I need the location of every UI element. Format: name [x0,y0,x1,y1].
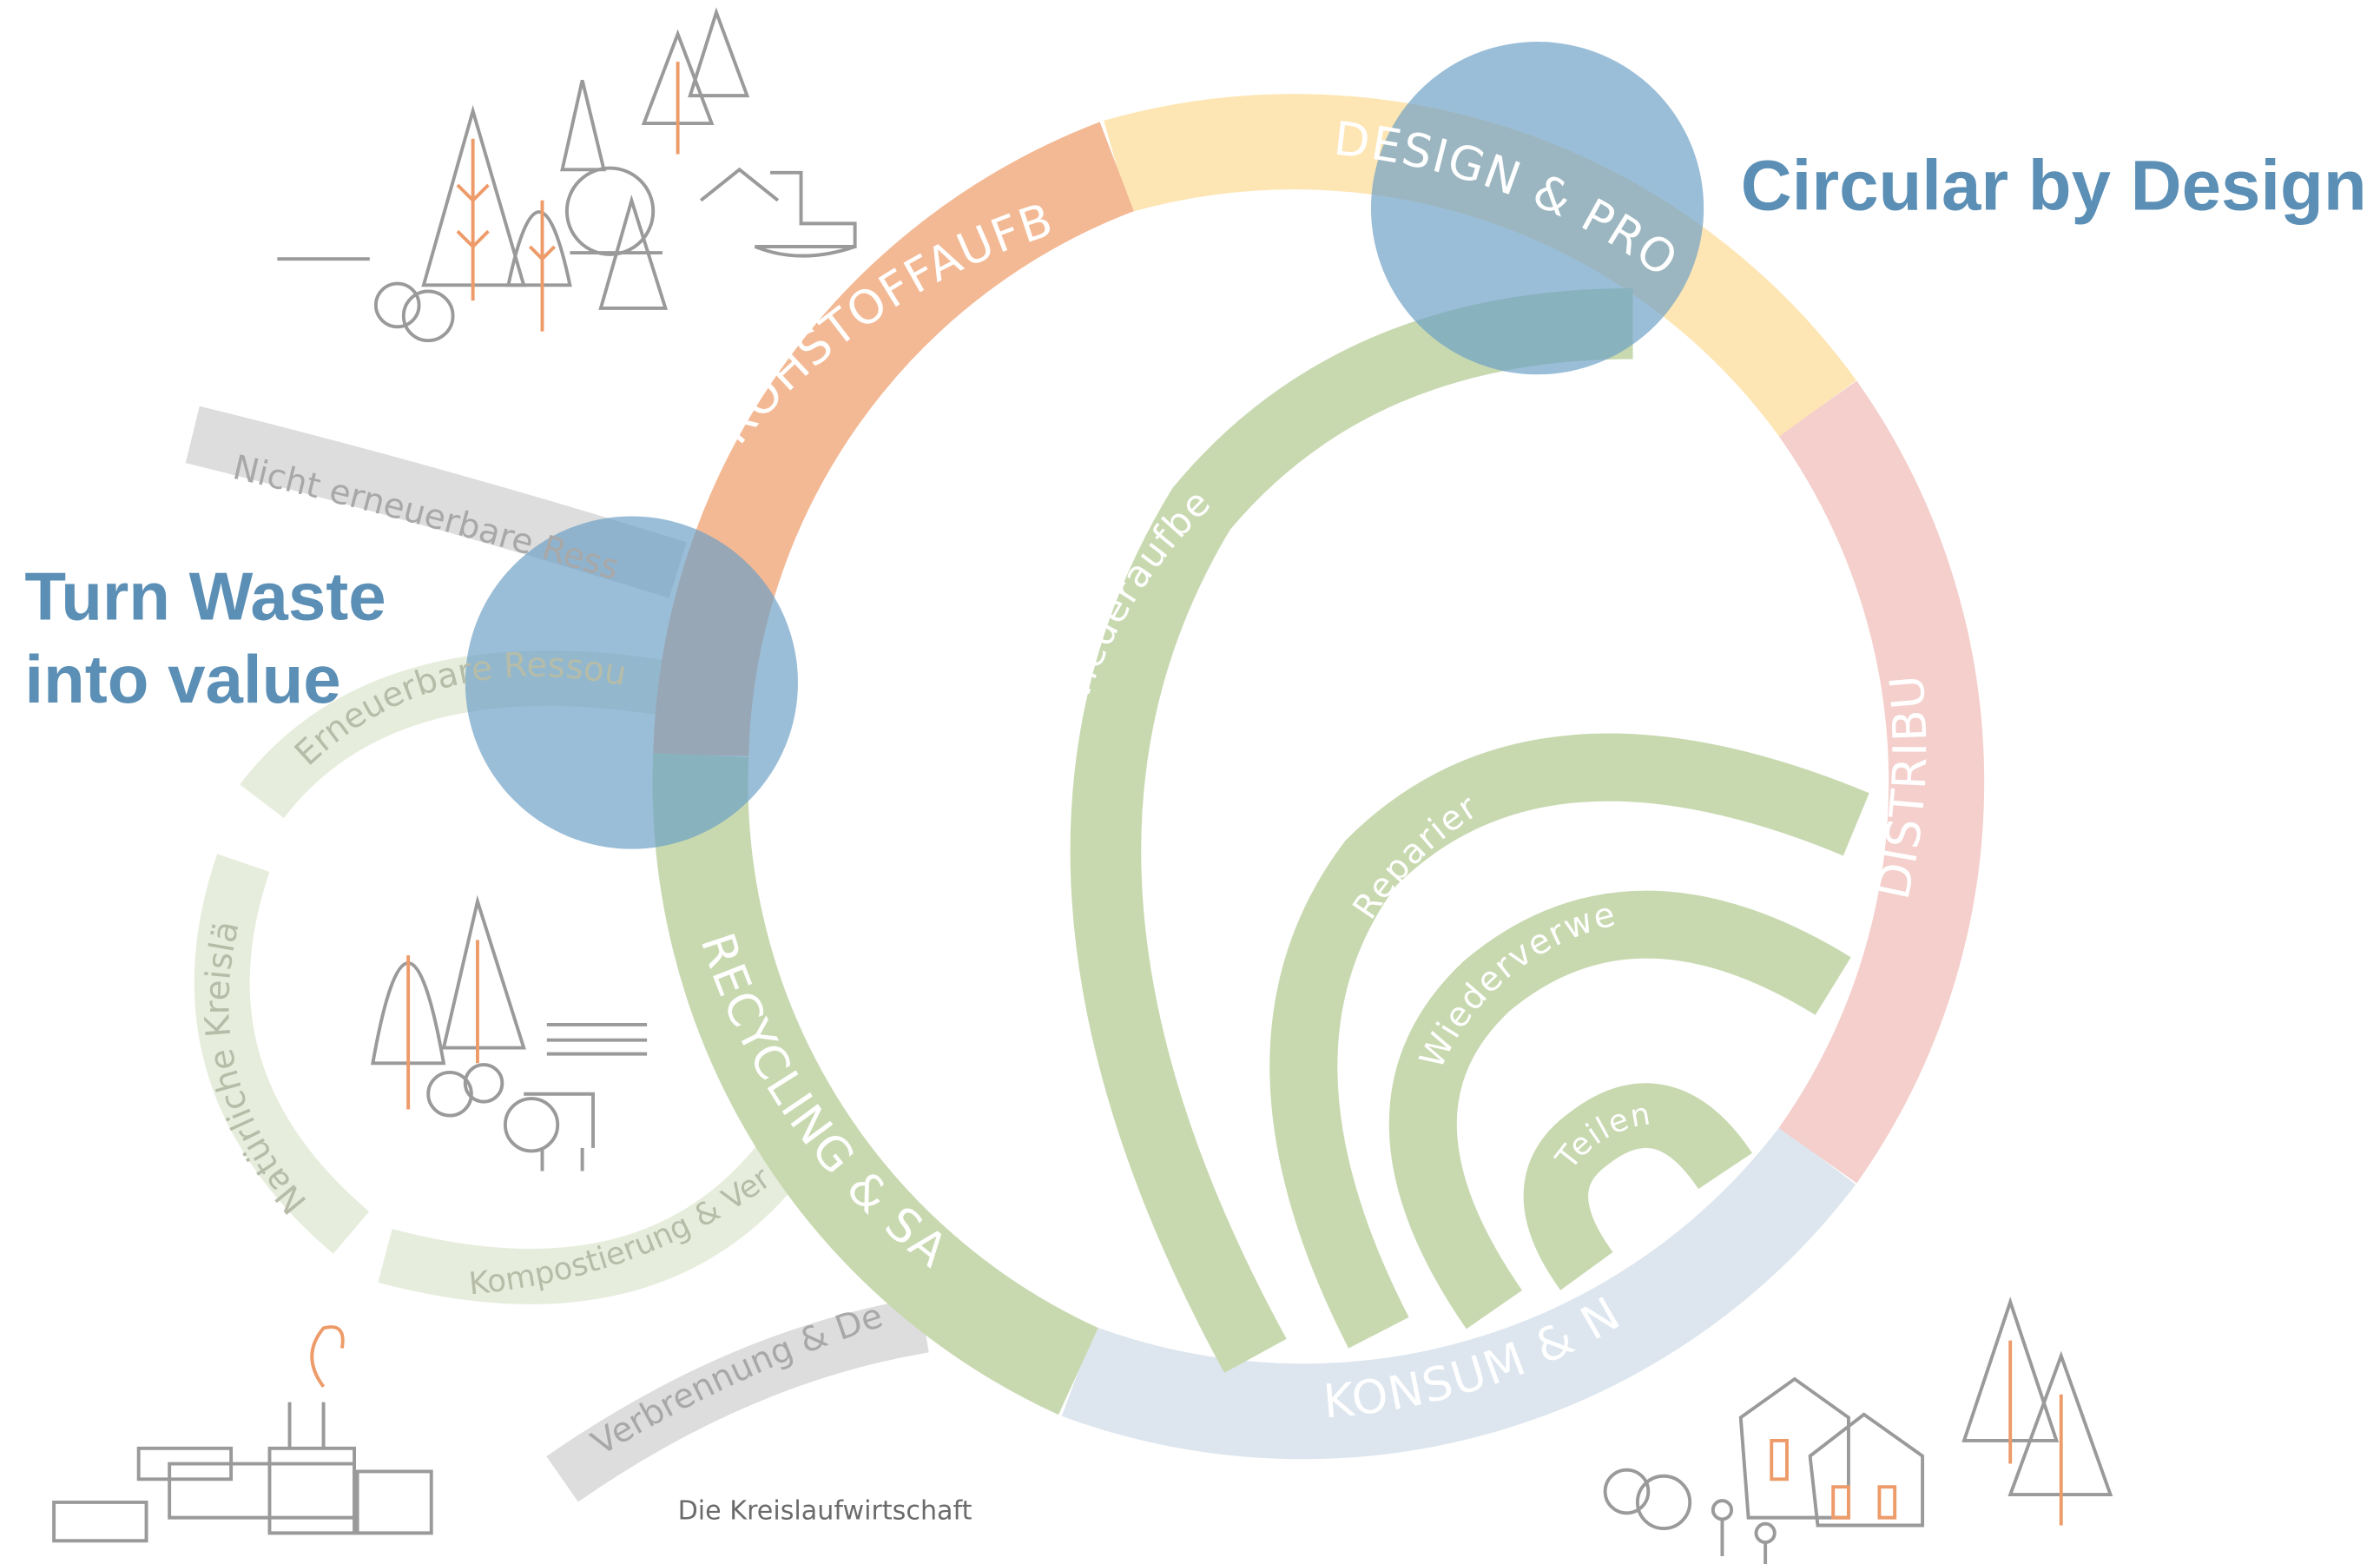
loop-wiederverwenden [1388,890,1851,1330]
loop-teilen [1523,1083,1752,1290]
incineration-landfill-arrow [546,1297,929,1502]
factory-illustration [52,1325,433,1543]
label-rohstoffaufbereitung: ROHSTOFFAUFBEREITUNG [0,0,1060,454]
forest-illustration-top [277,7,857,343]
natural-cycle-arrow [194,854,370,1254]
diagram-caption: Die Kreislaufwirtschaft [678,1495,972,1526]
inner-loops [1070,287,1869,1373]
forest-illustration-middle [371,894,648,1171]
segment-distribution [1778,380,1985,1184]
headline-turn-waste-line1: Turn Waste [24,558,386,634]
village-illustration [1603,1297,2113,1564]
headline-circular-by-design: Circular by Design [1741,146,2367,225]
segment-recycling [652,753,1098,1416]
highlight-circle-waste [465,516,798,849]
loop-wiederaufbereiten [1070,287,1633,1373]
highlight-circle-design [1370,42,1704,375]
headline-turn-waste-line2: into value [24,641,340,717]
loop-reparieren [1269,733,1869,1349]
segment-konsum [1061,1126,1856,1460]
composting-arrow [378,1145,800,1304]
